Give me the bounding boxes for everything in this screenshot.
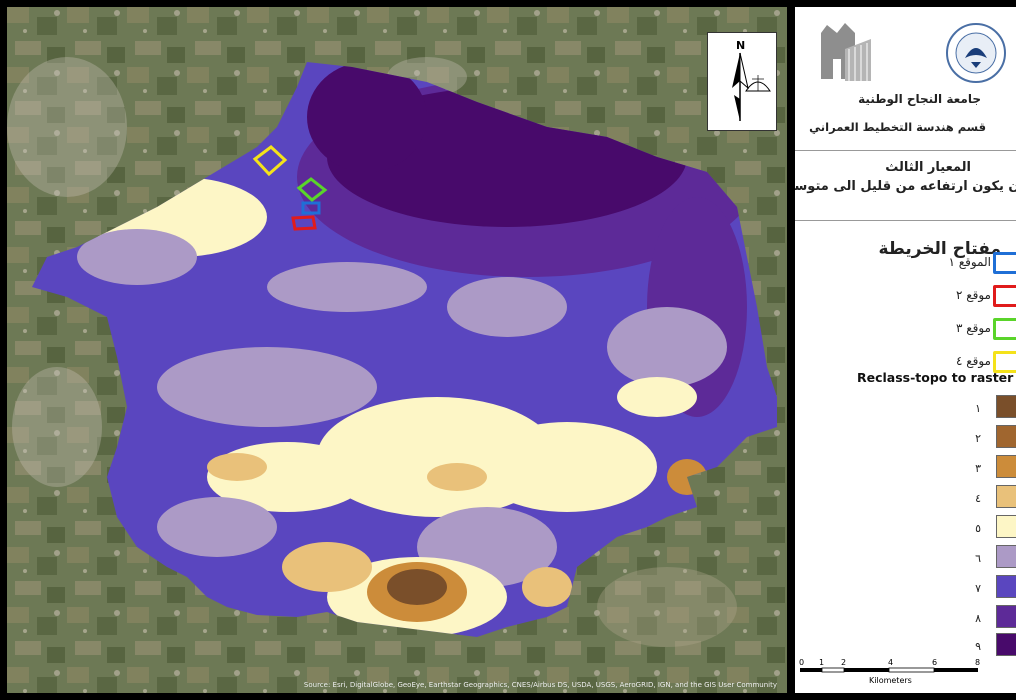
site-3-outline[interactable]	[296, 177, 328, 202]
class-swatch	[996, 455, 1016, 478]
legend-panel: جامعة النجاح الوطنية قسم هندسة التخطيط ا…	[795, 7, 1016, 693]
class-swatch	[996, 485, 1016, 508]
class-swatch	[996, 605, 1016, 628]
class-label: ٩	[975, 640, 981, 653]
candidate-sites	[252, 145, 328, 231]
north-label: N	[736, 39, 745, 52]
site-1-outline[interactable]	[301, 201, 321, 215]
class-swatch	[996, 515, 1016, 538]
site-label: الموقع ١	[948, 255, 991, 269]
legend-site-4: موقع ٤	[916, 351, 1016, 375]
scale-tick: 8	[975, 658, 980, 667]
class-swatch	[996, 633, 1016, 656]
criterion-description: ان يكون ارتفاعه من قليل الى متوسط	[795, 179, 1016, 194]
site-2-outline[interactable]	[291, 215, 317, 231]
divider	[795, 220, 1016, 221]
class-item-8: ٨	[896, 605, 1016, 631]
class-swatch	[996, 395, 1016, 418]
department-name: قسم هندسة التخطيط العمراني	[809, 120, 986, 134]
legend-site-2: موقع ٢	[916, 285, 1016, 309]
legend-site-3: موقع ٣	[916, 318, 1016, 342]
class-item-1: ١	[896, 395, 1016, 421]
map-frame[interactable]: N Source: Esri, DigitalGlobe, GeoEye, Ea…	[7, 7, 787, 693]
site-label: موقع ٤	[955, 354, 991, 368]
class-item-4: ٤	[896, 485, 1016, 511]
class-swatch	[996, 425, 1016, 448]
class-label: ٥	[975, 522, 981, 535]
site-4-outline[interactable]	[252, 145, 288, 177]
scale-unit: Kilometers	[869, 676, 912, 685]
criterion-title: المعيار الثالث	[885, 160, 971, 175]
class-label: ٢	[975, 432, 981, 445]
scale-tick: 6	[932, 658, 937, 667]
class-label: ٤	[975, 492, 981, 505]
class-item-7: ٧	[896, 575, 1016, 601]
class-swatch	[996, 575, 1016, 598]
legend-site-1: الموقع ١	[916, 252, 1016, 276]
class-label: ٣	[975, 462, 981, 475]
scale-tick: 2	[841, 658, 846, 667]
class-swatch	[996, 545, 1016, 568]
scale-bar: 0 1 2 4 6 8 Kilometers	[799, 658, 980, 685]
legend-title: مفتاح الخريطة	[878, 239, 1001, 259]
class-item-3: ٣	[896, 455, 1016, 481]
scale-tick: 4	[888, 658, 893, 667]
class-item-6: ٦	[896, 545, 1016, 571]
site-swatch	[993, 252, 1016, 274]
raster-legend-title: Reclass-topo to raster	[857, 370, 1014, 385]
site-label: موقع ٣	[955, 321, 991, 335]
divider	[795, 150, 1016, 151]
town-areas	[7, 57, 737, 647]
site-label: موقع ٢	[955, 288, 991, 302]
university-name: جامعة النجاح الوطنية	[858, 92, 981, 106]
class-item-2: ٢	[896, 425, 1016, 451]
class-item-5: ٥	[896, 515, 1016, 541]
north-arrow: N	[707, 32, 777, 131]
scale-tick: 0	[799, 658, 804, 667]
class-item-9: ٩	[896, 633, 1016, 659]
basemap-attribution: Source: Esri, DigitalGlobe, GeoEye, Eart…	[303, 681, 777, 689]
department-logo-icon	[821, 23, 871, 81]
class-label: ٦	[975, 552, 981, 565]
site-swatch	[993, 285, 1016, 307]
site-swatch	[993, 318, 1016, 340]
university-seal-icon	[946, 23, 1006, 83]
class-label: ٧	[975, 582, 981, 595]
class-label: ٨	[975, 612, 981, 625]
map-canvas	[7, 7, 787, 693]
site-swatch	[993, 351, 1016, 373]
scale-tick: 1	[819, 658, 824, 667]
class-label: ١	[975, 402, 981, 415]
